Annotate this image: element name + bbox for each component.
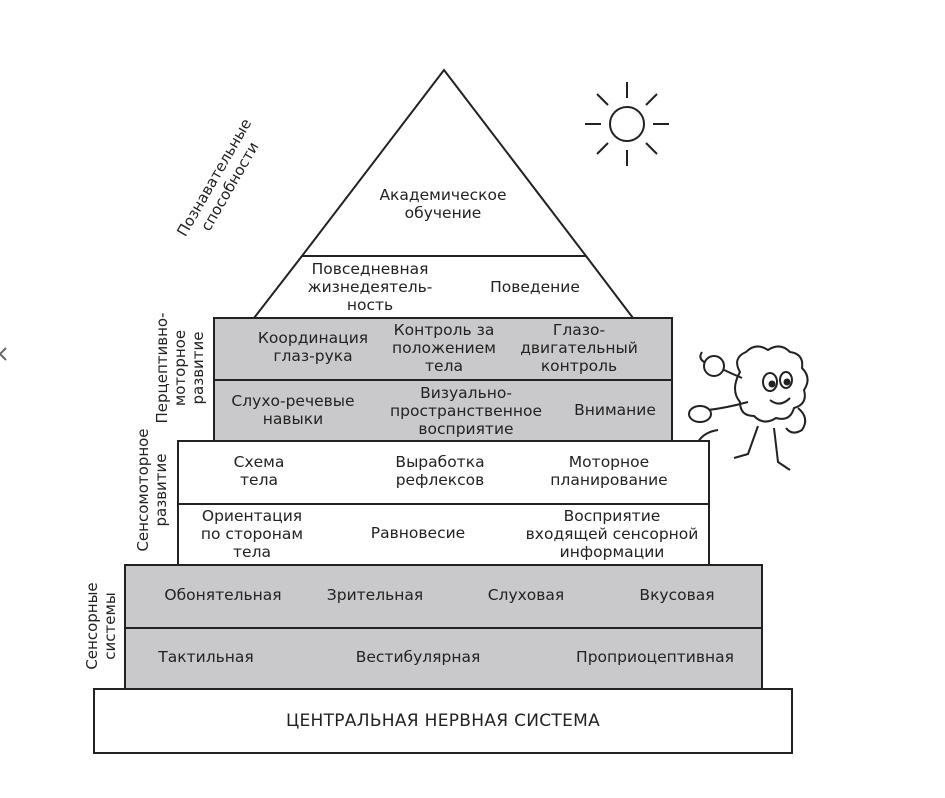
tactile-label: Тактильная <box>158 648 254 666</box>
eye-hand-coordination-label: Координация глаз-рука <box>257 329 369 365</box>
reflex-development-label: Выработка рефлексов <box>395 453 485 489</box>
sensorimotor-side-label: Сенсомоторное развитие <box>134 428 170 552</box>
sensory-systems-side-label: Сенсорные системы <box>83 582 119 670</box>
motor-planning-label: Моторное планирование <box>550 453 668 489</box>
top-triangle <box>299 68 589 257</box>
balance-label: Равновесие <box>370 524 466 542</box>
sensorimotor-lower-row <box>177 503 710 566</box>
body-scheme-label: Схема тела <box>233 453 285 489</box>
visual-spatial-perception-label: Визуально- пространственное восприятие <box>390 384 542 438</box>
cns-base <box>93 688 793 754</box>
perceptual-lower-row <box>213 379 673 442</box>
proprioceptive-label: Проприоцептивная <box>576 648 734 666</box>
vestibular-label: Вестибулярная <box>355 648 481 666</box>
gustatory-label: Вкусовая <box>639 586 715 604</box>
postural-control-label: Контроль за положением тела <box>392 321 496 375</box>
sensory-upper-row <box>124 564 763 629</box>
auditory-label: Слуховая <box>487 586 565 604</box>
auditory-language-skills-label: Слухо-речевые навыки <box>231 392 355 428</box>
olfactory-label: Обонятельная <box>164 586 282 604</box>
behavior-label: Поведение <box>490 278 580 296</box>
chevron-left-icon <box>0 347 7 361</box>
sun-icon <box>585 82 669 166</box>
brain-mascot-icon <box>688 345 809 471</box>
perceptual-upper-row <box>213 317 673 381</box>
academic-learning-label: Академическое обучение <box>379 186 507 222</box>
sensorimotor-upper-row <box>177 440 710 505</box>
oculomotor-control-label: Глазо- двигательный контроль <box>520 321 638 375</box>
sensory-input-perception-label: Восприятие входящей сенсорной информации <box>525 507 699 561</box>
visual-label: Зрительная <box>326 586 424 604</box>
daily-living-label: Повседневная жизнедеятель- ность <box>307 260 433 314</box>
body-side-orientation-label: Ориентация по сторонам тела <box>200 507 304 561</box>
attention-label: Внимание <box>574 401 656 419</box>
cns-label: ЦЕНТРАЛЬНАЯ НЕРВНАЯ СИСТЕМА <box>285 711 601 731</box>
